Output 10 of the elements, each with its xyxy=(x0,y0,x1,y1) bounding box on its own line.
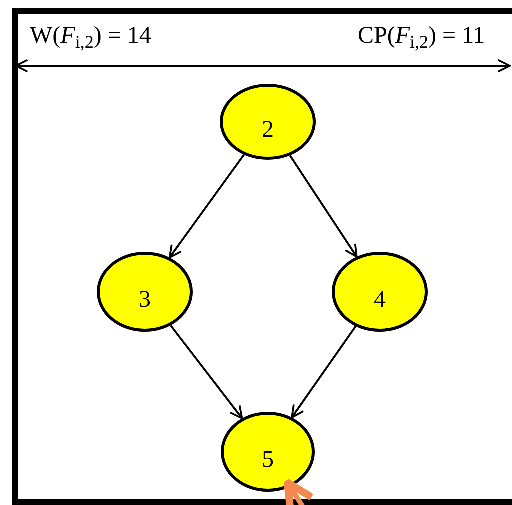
arrow xyxy=(284,479,316,505)
ellipse-node: 3 xyxy=(97,252,193,332)
ellipse-node: 2 xyxy=(220,84,316,160)
arrow xyxy=(289,155,358,258)
ellipse-node: 4 xyxy=(332,252,428,332)
ellipse-node: 5 xyxy=(221,412,315,492)
frame-box xyxy=(12,8,512,505)
arrow xyxy=(170,325,244,420)
arrow xyxy=(291,326,357,419)
arrow xyxy=(168,154,245,259)
